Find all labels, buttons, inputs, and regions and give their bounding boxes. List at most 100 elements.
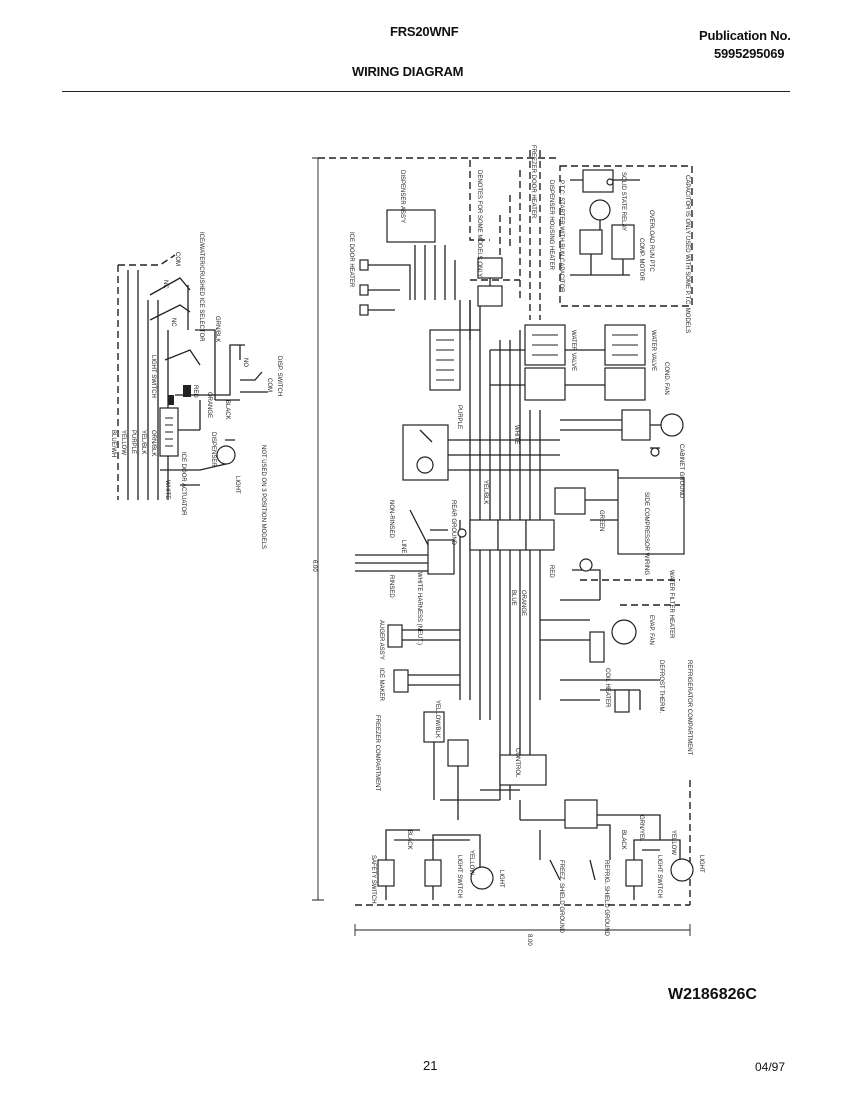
purple-label: PURPLE — [456, 405, 462, 429]
defrost-therm-label: DEFROST THERM. — [658, 660, 664, 713]
cabinet-ground-symbol — [650, 447, 660, 457]
safety-switch-label: SAFETY SWITCH — [370, 855, 376, 904]
height-dimension: 6.00 — [311, 560, 317, 572]
grn-yel-label: GRN/YEL — [638, 815, 644, 842]
nc-label: NC — [162, 280, 168, 289]
ice-maker-connector — [393, 669, 409, 693]
center-connector-2 — [497, 519, 527, 551]
cond-fan-label: COND. FAN — [663, 362, 669, 395]
line-label: LINE — [400, 540, 406, 553]
rear-ground-symbol — [457, 528, 467, 538]
dispenser-assy-label: DISPENSER ASS'Y — [399, 170, 405, 223]
evap-fan-connector — [589, 631, 605, 663]
capacitor-note: CAPACITOR IS ONLY USED WITH SOME P.T.C. … — [684, 175, 690, 333]
center-connector-3 — [525, 519, 555, 551]
ptc-element — [589, 199, 611, 221]
auger-assy-label: AUGER ASS'Y — [378, 620, 384, 660]
dispenser-inset: BLUE/WH YELLOW PURPLE YEL/BLK ORN/BLK WH… — [110, 232, 282, 549]
refrig-light — [670, 858, 694, 882]
center-connector-1 — [469, 519, 499, 551]
ice-door-actuator-label: ICE DOOR ACTUATOR — [180, 452, 186, 516]
non-rinsed-label: NON-RINSED — [388, 500, 394, 539]
yellow-blk-label: YELLOW/BLK — [434, 700, 440, 738]
right-connector — [554, 487, 586, 515]
water-valve-2 — [524, 367, 566, 401]
orange-label: ORANGE — [520, 590, 526, 616]
black-label: BLACK — [224, 400, 230, 420]
refrigerator-compartment-label: REFRIGERATOR COMPARTMENT — [686, 660, 692, 756]
freezer-switch-1 — [423, 711, 445, 743]
publication-number: 5995295069 — [714, 46, 785, 61]
yellow-label: YELLOW — [468, 850, 474, 875]
overload-ptc — [579, 229, 603, 255]
model-number: FRS20WNF — [390, 24, 459, 39]
coil-heater-label: COIL HEATER — [604, 668, 610, 708]
freezer-compartment-label: FREEZER COMPARTMENT — [374, 715, 380, 791]
revision-date: 04/97 — [755, 1060, 786, 1074]
com-label: COM — [174, 252, 180, 266]
blue-label: BLUE — [510, 590, 516, 606]
light-switch-label: LIGHT SWITCH — [656, 855, 662, 898]
main-labels: ICE DOOR HEATER DISPENSER ASS'Y DENOTES … — [348, 145, 704, 937]
water-valve-label: WATER VALVE — [570, 330, 576, 371]
no-label: NO — [242, 358, 248, 367]
wire-color-label: YELLOW — [120, 430, 126, 455]
cabinet-ground-label: CABINET GROUND — [678, 444, 684, 499]
drawing-number: W2186826C — [668, 986, 757, 1003]
header-divider — [62, 91, 790, 92]
black-label: BLACK — [406, 830, 412, 850]
water-valve-4 — [604, 367, 646, 401]
comp-motor-label: COMP. MOTOR — [638, 238, 644, 281]
publication-label: Publication No. — [699, 28, 791, 43]
red-label: RED — [192, 385, 198, 398]
bottom-connector — [564, 799, 598, 829]
nc-label: NC — [170, 318, 176, 327]
light-label: LIGHT — [498, 870, 504, 888]
condenser-fan — [660, 413, 684, 437]
dispenser-light-bulb — [216, 445, 236, 465]
white-harness-label: WHITE HARNESS (NEUT.) — [416, 572, 422, 645]
page-number: 21 — [423, 1058, 438, 1073]
overload-run-ptc-label: OVERLOAD RUN PTC — [648, 210, 654, 272]
dispenser-housing-heater-label: DISPENSER HOUSING HEATER — [548, 180, 554, 271]
freezer-shield-ground-label: FREEZ. SHIELD GROUND — [558, 860, 564, 934]
refrig-light-switch — [625, 859, 643, 887]
ptc-starter-label: P.T.C. STARTER WITH RUN CAPACITOR — [558, 180, 564, 293]
dispenser-assembly — [386, 209, 436, 243]
dispenser-label: DISPENSER — [210, 432, 216, 467]
wire-color-label: ORN/BLK — [150, 430, 156, 456]
wire-color-label: BLUE/WH — [110, 430, 116, 457]
ice-door-heater-label: ICE DOOR HEATER — [348, 232, 354, 288]
coil-heater — [614, 689, 630, 713]
compressor-light — [579, 558, 593, 572]
water-filter-heater-label: WATER FILTER HEATER — [668, 570, 674, 639]
main-wiring: 6.00 8.00 — [311, 150, 694, 946]
safety-switch — [377, 859, 395, 887]
yel-blk-label: YEL/BLK — [482, 480, 488, 504]
evap-fan-label: EVAP. FAN — [648, 615, 654, 645]
light-switch-label: LIGHT SWITCH — [150, 355, 156, 398]
grn-blk-label: GRN/BLK — [214, 316, 220, 342]
green-label: GREEN — [598, 510, 604, 531]
compressor-connector — [621, 409, 651, 441]
wire-color-label: WHITE — [164, 480, 170, 499]
freezer-light — [470, 866, 494, 890]
white-label: WHITE — [513, 425, 519, 444]
ice-selector-label: ICE/WATER/CRUSHED ICE SELECTOR — [198, 232, 204, 342]
light-label: LIGHT — [234, 476, 240, 494]
freezer-switch-2 — [447, 739, 469, 767]
auger-connector — [387, 624, 403, 648]
ice-maker-label: ICE MAKER — [378, 668, 384, 702]
control-label: CONTROL — [514, 748, 520, 778]
wire-color-label: YEL/BLK — [140, 430, 146, 454]
side-compressor-wiring — [617, 477, 685, 555]
freezer-door-heater-label: FREEZER DOOR HEATER — [530, 145, 536, 219]
yellow-label: YELLOW — [670, 830, 676, 855]
com-label: COM — [266, 378, 272, 392]
wire-color-label: PURPLE — [130, 430, 136, 454]
control-thermostat — [499, 754, 547, 786]
black-label: BLACK — [620, 830, 626, 850]
light-switch-label: LIGHT SWITCH — [456, 855, 462, 898]
denotes-label: DENOTES FOR SOME MODELS ONLY — [476, 170, 482, 277]
